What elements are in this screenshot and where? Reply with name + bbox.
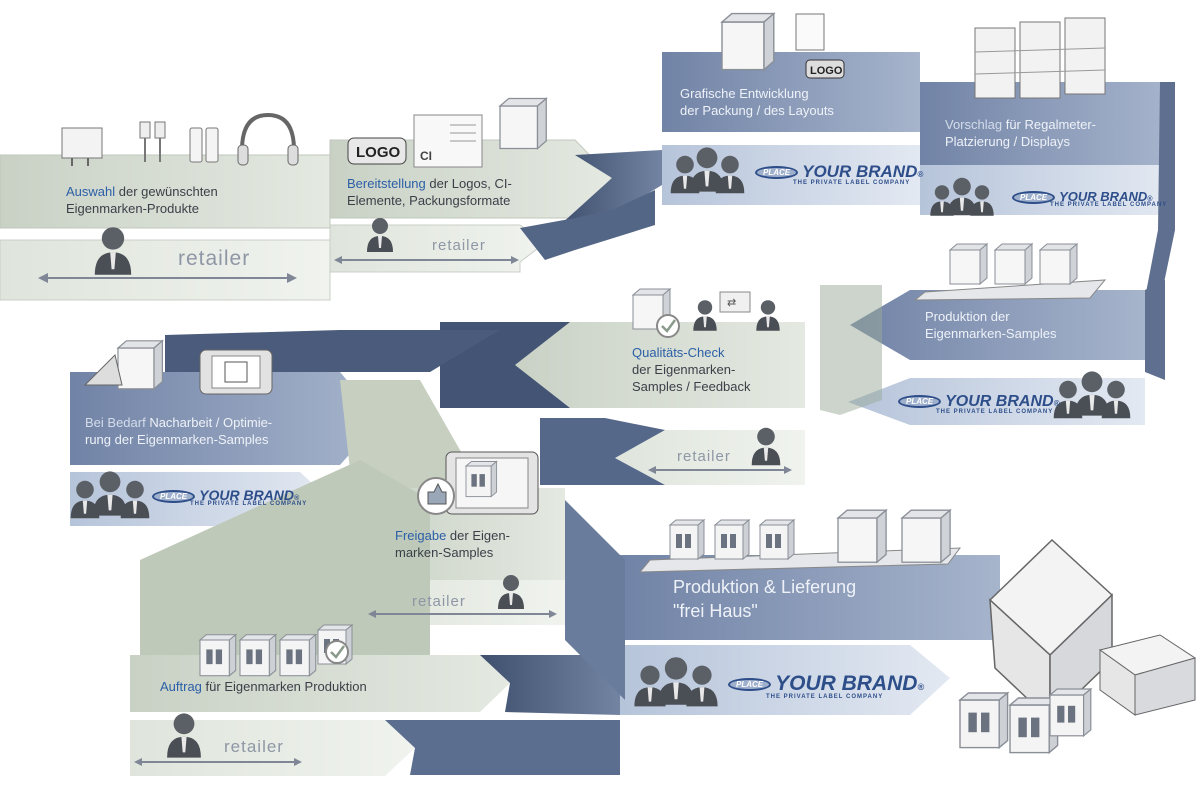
step-bereitstellung: Bereitstellung der Logos, CI- Elemente, … <box>347 175 512 209</box>
step-lieferung-line2: "frei Haus" <box>673 601 758 621</box>
step-produktion-samples-line2: Eigenmarken-Samples <box>925 326 1057 341</box>
step-bereitstellung-rest: der Logos, CI- <box>425 176 512 191</box>
delivery-box-icon <box>1098 634 1197 716</box>
step-auswahl-highlight: Auswahl <box>66 184 116 199</box>
brand-reg-1: ® <box>917 170 924 179</box>
brand-tagline-4: THE PRIVATE LABEL COMPANY <box>190 501 308 507</box>
brand-tagline-1: THE PRIVATE LABEL COMPANY <box>793 180 911 186</box>
step-freigabe: Freigabe der Eigen- marken-Samples <box>395 527 510 561</box>
step-nacharbeit-rest: Nacharbeit / Optimie- <box>145 415 273 430</box>
retailer-figure-2 <box>334 218 519 264</box>
step-vorschlag: Vorschlag für Regalmeter- Platzierung / … <box>945 116 1096 150</box>
step-qualitaet: Qualitäts-Check der Eigenmarken- Samples… <box>632 344 751 395</box>
brand-reg-5: ® <box>917 682 925 692</box>
step-qualitaet-highlight: Qualitäts-Check <box>632 345 725 360</box>
step-vorschlag-line2: Platzierung / Displays <box>945 134 1070 149</box>
step-qualitaet-line2: der Eigenmarken- <box>632 362 736 377</box>
cable-icon <box>139 121 166 162</box>
brand-name-4: YOUR BRAND <box>199 487 295 503</box>
svg-text:LOGO: LOGO <box>810 65 843 77</box>
retailer-label-4: retailer <box>412 593 466 610</box>
qc-people: ⇄ <box>693 291 780 331</box>
step-grafisch: Grafische Entwicklung der Packung / des … <box>680 85 834 119</box>
step-produktion-samples: Produktion der Eigenmarken-Samples <box>925 308 1057 342</box>
brand-reg-2: ® <box>1147 196 1153 203</box>
step-auftrag-highlight: Auftrag <box>160 679 202 694</box>
production-pallet-icon <box>638 509 962 573</box>
step-produktion-samples-rest: der <box>987 309 1010 324</box>
brand-name-5: YOUR BRAND <box>775 672 918 695</box>
brand-name-3: YOUR BRAND <box>945 393 1054 410</box>
brand-name-1: YOUR BRAND <box>802 162 918 181</box>
delivered-products-icon <box>959 688 1092 754</box>
retailer-label-5: retailer <box>224 737 284 756</box>
step-lieferung: Produktion & Lieferung "frei Haus" <box>673 575 856 623</box>
step-freigabe-line2: marken-Samples <box>395 545 494 560</box>
step-auftrag: Auftrag für Eigenmarken Produktion <box>160 678 367 695</box>
retailer-figure-1 <box>38 227 297 283</box>
brand-place-4: PLACE <box>152 489 196 503</box>
row2-bands <box>70 280 1165 526</box>
brand-tagline-5: THE PRIVATE LABEL COMPANY <box>766 694 884 700</box>
row3-bands <box>130 380 1000 776</box>
step-bereitstellung-line2: Elemente, Packungsformate <box>347 193 511 208</box>
brand-reg-3: ® <box>1053 399 1060 408</box>
brand-place-1: PLACE <box>755 166 799 180</box>
brand-tagline-3: THE PRIVATE LABEL COMPANY <box>936 409 1054 415</box>
step-vorschlag-highlight: Vorschlag <box>945 117 1003 132</box>
step-nacharbeit-line2: rung der Eigenmarken-Samples <box>85 432 269 447</box>
svg-text:CI: CI <box>420 149 432 163</box>
step-lieferung-line1: Produktion & Lieferung <box>673 577 857 597</box>
shelf-display-icon <box>974 17 1106 99</box>
house-icon <box>988 538 1114 722</box>
rework-tools-icon <box>83 340 273 395</box>
step-auftrag-rest: für Eigenmarken Produktion <box>201 679 367 694</box>
brand-reg-4: ® <box>294 495 300 502</box>
headphones-icon <box>237 112 299 166</box>
retailer-label-3: retailer <box>677 448 731 465</box>
brand-name-2: YOUR BRAND <box>1059 189 1148 204</box>
approval-icon <box>417 451 539 515</box>
retailer-label-2: retailer <box>432 237 486 254</box>
step-freigabe-highlight: Freigabe <box>395 528 447 543</box>
step-bereitstellung-highlight: Bereitstellung <box>347 176 426 191</box>
step-nacharbeit-highlight: Bei Bedarf <box>85 415 146 430</box>
retailer-figure-3 <box>648 427 792 474</box>
order-boxes-icon <box>199 624 353 677</box>
step-grafisch-line2: der Packung / des Layouts <box>680 103 834 118</box>
charger-icon <box>61 127 103 166</box>
retailer-figure-5 <box>134 713 302 766</box>
step-auswahl-line2: Eigenmarken-Produkte <box>66 201 199 216</box>
step-auswahl: Auswahl der gewünschten Eigenmarken-Prod… <box>66 183 218 217</box>
logo-ci-icon: LOGO CI <box>347 97 547 168</box>
svg-text:LOGO: LOGO <box>356 144 400 161</box>
step-auswahl-rest: der gewünschten <box>115 184 218 199</box>
sample-boxes-icon <box>913 243 1107 301</box>
step-produktion-samples-highlight: Produktion <box>925 309 988 324</box>
brand-tagline-2: THE PRIVATE LABEL COMPANY <box>1050 202 1168 209</box>
retailer-label-1: retailer <box>178 247 251 270</box>
retailer-figure-4 <box>368 575 557 618</box>
step-freigabe-rest: der Eigen- <box>446 528 510 543</box>
step-qualitaet-line3: Samples / Feedback <box>632 379 751 394</box>
brand-place-3: PLACE <box>898 395 942 409</box>
packaging-design-icon: LOGO <box>721 12 845 79</box>
step-nacharbeit: Bei Bedarf Nacharbeit / Optimie- rung de… <box>85 414 272 448</box>
step-grafisch-line1: Grafische Entwicklung <box>680 86 809 101</box>
brand-place-2: PLACE <box>1012 191 1056 205</box>
step-vorschlag-rest: für Regalmeter- <box>1002 117 1097 132</box>
svg-text:⇄: ⇄ <box>727 297 736 309</box>
brand-place-5: PLACE <box>728 677 772 691</box>
quality-check-icon <box>632 288 680 338</box>
battery-icon <box>189 127 219 163</box>
